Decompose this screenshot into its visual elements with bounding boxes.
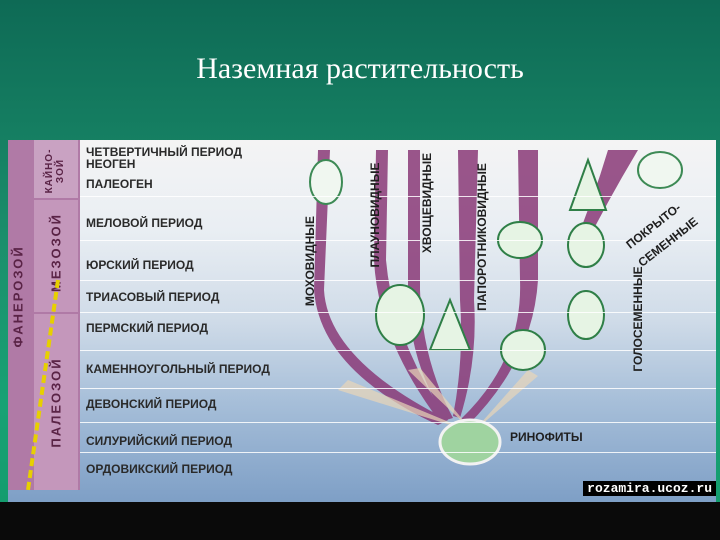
period-divider	[80, 452, 716, 453]
diagram-drawing	[26, 150, 683, 491]
period-label: СИЛУРИЙСКИЙ ПЕРИОД	[86, 434, 232, 448]
horsetail-branch	[408, 150, 453, 420]
period-divider	[80, 280, 716, 281]
period-label: КАМЕННОУГОЛЬНЫЙ ПЕРИОД	[86, 362, 270, 376]
cenozoic-block	[34, 140, 78, 198]
period-divider	[80, 240, 716, 241]
period-divider	[80, 312, 716, 313]
fern-label: ПАПОРОТНИКОВИДНЫЕ	[475, 163, 489, 311]
horsetail-label: ХВОЩЕВИДНЫЕ	[420, 152, 434, 254]
period-label: ПАЛЕОГЕН	[86, 177, 153, 191]
lycophyte-tree-icon	[375, 284, 425, 346]
cycad-icon	[567, 222, 605, 268]
period-divider	[80, 350, 716, 351]
evolution-diagram: ФАНЕРОЗОЙ КАЙНО- ЗОЙ МЕЗОЗОЙ ПАЛЕОЗОЙ	[8, 140, 716, 502]
period-label: ЮРСКИЙ ПЕРИОД	[86, 258, 194, 272]
period-label: ТРИАСОВЫЙ ПЕРИОД	[86, 290, 220, 304]
period-label: ОРДОВИКСКИЙ ПЕРИОД	[86, 462, 233, 476]
period-divider	[80, 422, 716, 423]
period-divider	[80, 388, 716, 389]
rhyniophyte-origin-icon	[438, 418, 502, 466]
rhyniophyte-label: РИНОФИТЫ	[510, 430, 583, 444]
slide-title: Наземная растительность	[196, 52, 524, 85]
source-credit: rozamira.ucoz.ru	[583, 481, 716, 496]
moss-icon	[309, 159, 343, 205]
gymnosperm-branch	[460, 150, 538, 425]
plant-icons	[309, 151, 683, 466]
period-label: ДЕВОНСКИЙ ПЕРИОД	[86, 397, 217, 411]
period-label: ПЕРМСКИЙ ПЕРИОД	[86, 321, 209, 335]
conifer-icon	[568, 157, 608, 211]
period-label: ЧЕТВЕРТИЧНЫЙ ПЕРИОД	[86, 145, 243, 159]
period-label: МЕЛОВОЙ ПЕРИОД	[86, 216, 203, 230]
timeline-dashed-line	[26, 279, 60, 491]
period-divider	[80, 196, 716, 197]
lycophyte-branch	[374, 150, 448, 422]
gymnosperm-label: ГОЛОСЕМЕННЫЕ	[631, 266, 645, 372]
period-label: НЕОГЕН	[86, 157, 136, 171]
moss-label: МОХОВИДНЫЕ	[303, 215, 317, 307]
lycophyte-label: ПЛАУНОВИДНЫЕ	[368, 162, 382, 268]
moss-branch	[314, 150, 448, 425]
flower-icon	[637, 151, 683, 189]
bottom-strip	[0, 502, 720, 540]
ray-fan	[338, 368, 538, 432]
branches	[314, 150, 638, 425]
ginkgo-icon	[567, 290, 605, 340]
fern-branch	[453, 150, 478, 418]
